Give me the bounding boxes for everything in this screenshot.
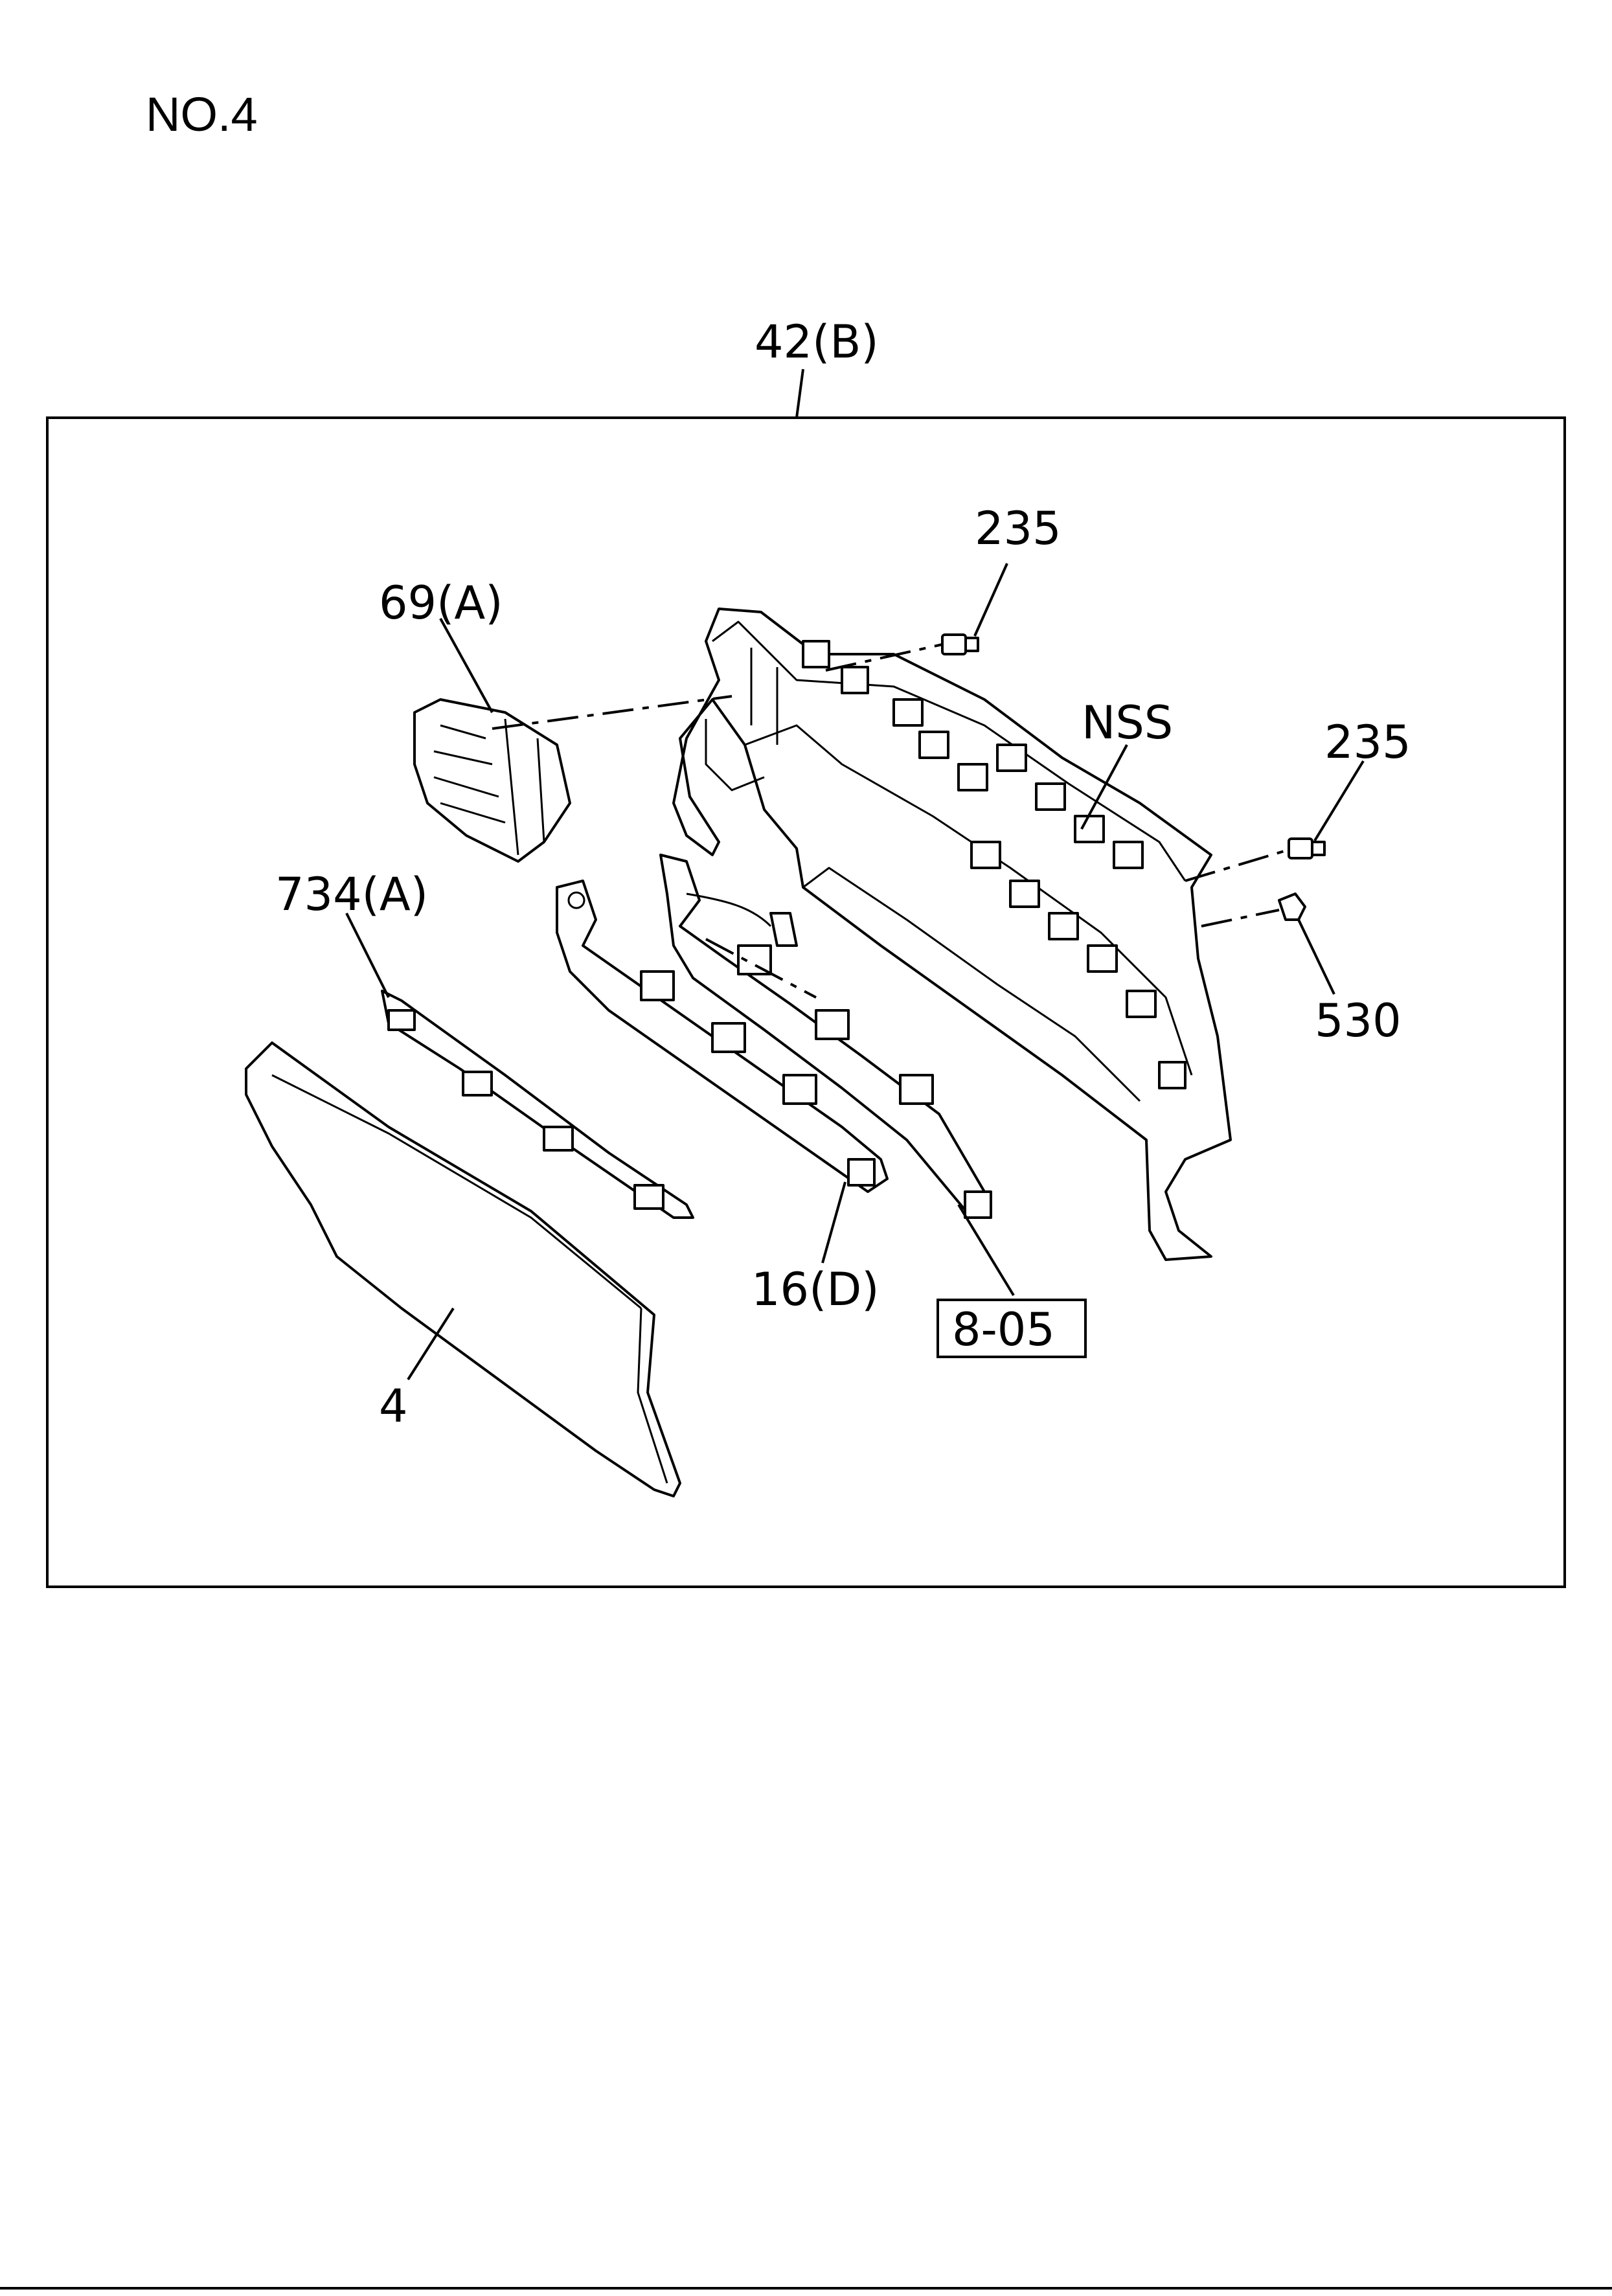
air-duct — [413, 698, 571, 863]
clip — [1278, 892, 1306, 921]
trim-strip — [381, 990, 694, 1219]
callout-clip: 530 — [1315, 994, 1402, 1047]
bracket-16d — [556, 880, 889, 1193]
leader-530 — [1297, 919, 1335, 995]
harness-strip — [659, 854, 992, 1219]
callout-screw-right: 235 — [1324, 716, 1411, 769]
callout-trim-strip: 734(A) — [275, 868, 428, 921]
leader-4 — [407, 1307, 455, 1381]
leader-734a — [345, 913, 390, 998]
assembly-frame — [46, 416, 1566, 1588]
harness-assembly-line — [705, 938, 817, 999]
callout-screw-upper: 235 — [975, 502, 1061, 555]
callout-bracket: 16(D) — [751, 1263, 880, 1316]
duct-assembly-line — [492, 695, 732, 730]
page-title: NO.4 — [146, 87, 258, 141]
screw-right — [1288, 837, 1326, 859]
callout-frame: 42(B) — [755, 315, 879, 369]
leader-16d — [821, 1181, 846, 1264]
leader-nss — [1080, 744, 1128, 830]
clip-assembly-line — [1201, 909, 1280, 927]
ref-box — [937, 1299, 1087, 1358]
leader-69a — [439, 618, 494, 713]
lower-panel — [245, 1041, 681, 1497]
leader-235-upper — [973, 563, 1008, 637]
screw-upper-assembly-line — [825, 643, 943, 672]
leader-235-right — [1313, 760, 1365, 842]
main-panel-bracket — [672, 608, 1232, 1261]
screw-right-assembly-line — [1185, 848, 1289, 882]
callout-ref-box: 8-05 — [952, 1303, 1055, 1356]
callout-duct: 69(A) — [379, 576, 503, 630]
callout-lower-panel: 4 — [379, 1380, 408, 1433]
frame-leader — [795, 369, 804, 418]
leader-8-05 — [957, 1203, 1015, 1297]
screw-upper — [941, 633, 979, 655]
callout-nss: NSS — [1082, 696, 1173, 749]
